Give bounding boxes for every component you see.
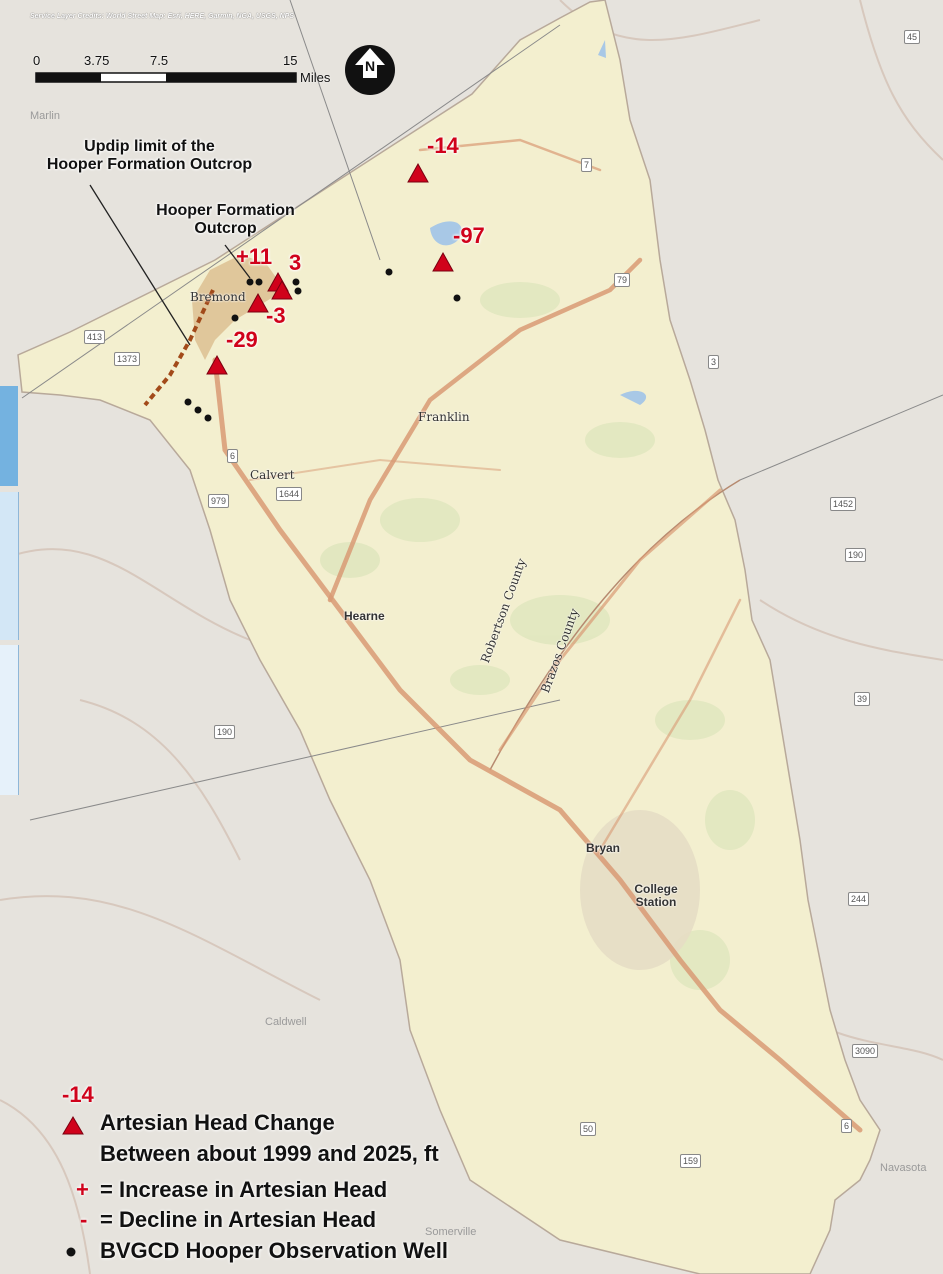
highway-shield: 1452 <box>830 497 857 511</box>
highway-shield: 159 <box>680 1154 702 1168</box>
legend-minus-symbol: - <box>80 1207 88 1232</box>
place-calvert: Calvert <box>250 468 295 482</box>
legend-plus-symbol: + <box>76 1177 89 1202</box>
side-panel-tab[interactable] <box>0 386 18 486</box>
legend-symbols <box>62 1116 84 1257</box>
service-credits: Service Layer Credits: World Street Map:… <box>30 13 295 20</box>
highway-shield: 39 <box>854 692 871 706</box>
observation-well <box>294 287 302 295</box>
highway-shield: 1373 <box>114 352 141 366</box>
place-hearne: Hearne <box>344 609 385 623</box>
scale-unit-label: Miles <box>300 70 331 85</box>
scale-tick-label: 0 <box>33 53 41 68</box>
highway-shield: 190 <box>214 725 236 739</box>
observation-well <box>184 398 192 406</box>
highway-shield: 979 <box>208 494 230 508</box>
highway-shield: 413 <box>84 330 106 344</box>
side-panel-section <box>0 492 19 640</box>
observation-well <box>453 294 461 302</box>
place-bremond: Bremond <box>190 290 246 304</box>
legend-minus-text: = Decline in Artesian Head <box>100 1207 377 1232</box>
observation-well <box>255 278 263 286</box>
triangle-marker <box>247 292 269 313</box>
highway-shield: 6 <box>841 1119 853 1133</box>
head-change-label: -97 <box>453 223 485 248</box>
updip-label-line2: Hooper Formation Outcrop <box>46 155 253 173</box>
scale-tick-label: 3.75 <box>84 53 110 68</box>
observation-wells <box>184 268 461 422</box>
observation-well <box>204 414 212 422</box>
place-caldwell: Caldwell <box>265 1016 307 1028</box>
legend-well-icon <box>66 1247 76 1257</box>
place-marlin: Marlin <box>30 110 60 122</box>
head-change-triangles <box>206 162 454 375</box>
head-change-label: 3 <box>289 250 302 275</box>
highway-shield: 3 <box>708 355 720 369</box>
highway-shield: 45 <box>904 30 921 44</box>
observation-well <box>194 406 202 414</box>
triangle-marker <box>407 162 429 183</box>
observation-well <box>292 278 300 286</box>
legend-artesian-line1: Artesian Head Change <box>100 1110 335 1135</box>
outcrop-label: Hooper Formation Outcrop <box>128 202 323 237</box>
college-word: College <box>634 882 678 896</box>
triangle-marker <box>432 251 454 272</box>
place-college-station: College Station <box>626 882 686 910</box>
triangle-marker <box>206 354 228 375</box>
highway-shield: 7 <box>581 158 593 172</box>
highway-shield: 1644 <box>276 487 303 501</box>
updip-limit-line <box>143 289 215 407</box>
observation-well <box>246 278 254 286</box>
station-word: Station <box>635 895 677 910</box>
head-change-label: -29 <box>226 327 258 352</box>
head-change-label: +11 <box>236 244 273 269</box>
highway-shield: 190 <box>845 548 867 562</box>
place-somerville: Somerville <box>425 1226 477 1238</box>
side-panel-section <box>0 645 19 795</box>
outcrop-label-line1: Hooper Formation <box>156 202 295 219</box>
vegetation-patches <box>320 282 755 990</box>
highway-shield: 6 <box>227 449 239 463</box>
updip-limit-label: Updip limit of the Hooper Formation Outc… <box>12 138 287 173</box>
triangle-marker <box>271 279 293 300</box>
highway-shield: 3090 <box>852 1044 879 1058</box>
head-change-label: -14 <box>427 133 459 158</box>
place-navasota: Navasota <box>880 1162 927 1174</box>
highway-shield: 50 <box>580 1122 597 1136</box>
place-bryan: Bryan <box>586 841 621 855</box>
head-change-label: -3 <box>266 303 286 328</box>
leader-lines <box>89 184 251 346</box>
lakes <box>430 40 647 405</box>
north-arrow-icon <box>345 45 395 95</box>
legend-well-text: BVGCD Hooper Observation Well <box>100 1238 448 1263</box>
legend-triangle-icon <box>62 1116 84 1135</box>
highway-shield: 79 <box>614 273 631 287</box>
highway-shield: 244 <box>848 892 870 906</box>
scale-tick-label: 7.5 <box>150 53 169 68</box>
legend-plus-text: = Increase in Artesian Head <box>100 1177 388 1202</box>
urban-area <box>580 810 700 970</box>
updip-label-line1: Updip limit of the <box>84 138 215 155</box>
place-franklin: Franklin <box>418 410 470 424</box>
observation-well <box>385 268 393 276</box>
boundary-lines <box>21 0 943 821</box>
legend-artesian-line2: Between about 1999 and 2025, ft <box>100 1141 439 1166</box>
legend-sample-value: -14 <box>62 1082 94 1107</box>
outcrop-label-line2: Outcrop <box>194 219 257 237</box>
scale-bar <box>35 72 297 83</box>
observation-well <box>231 314 239 322</box>
north-letter: N <box>364 58 376 74</box>
scale-tick-label: 15 <box>283 53 298 68</box>
